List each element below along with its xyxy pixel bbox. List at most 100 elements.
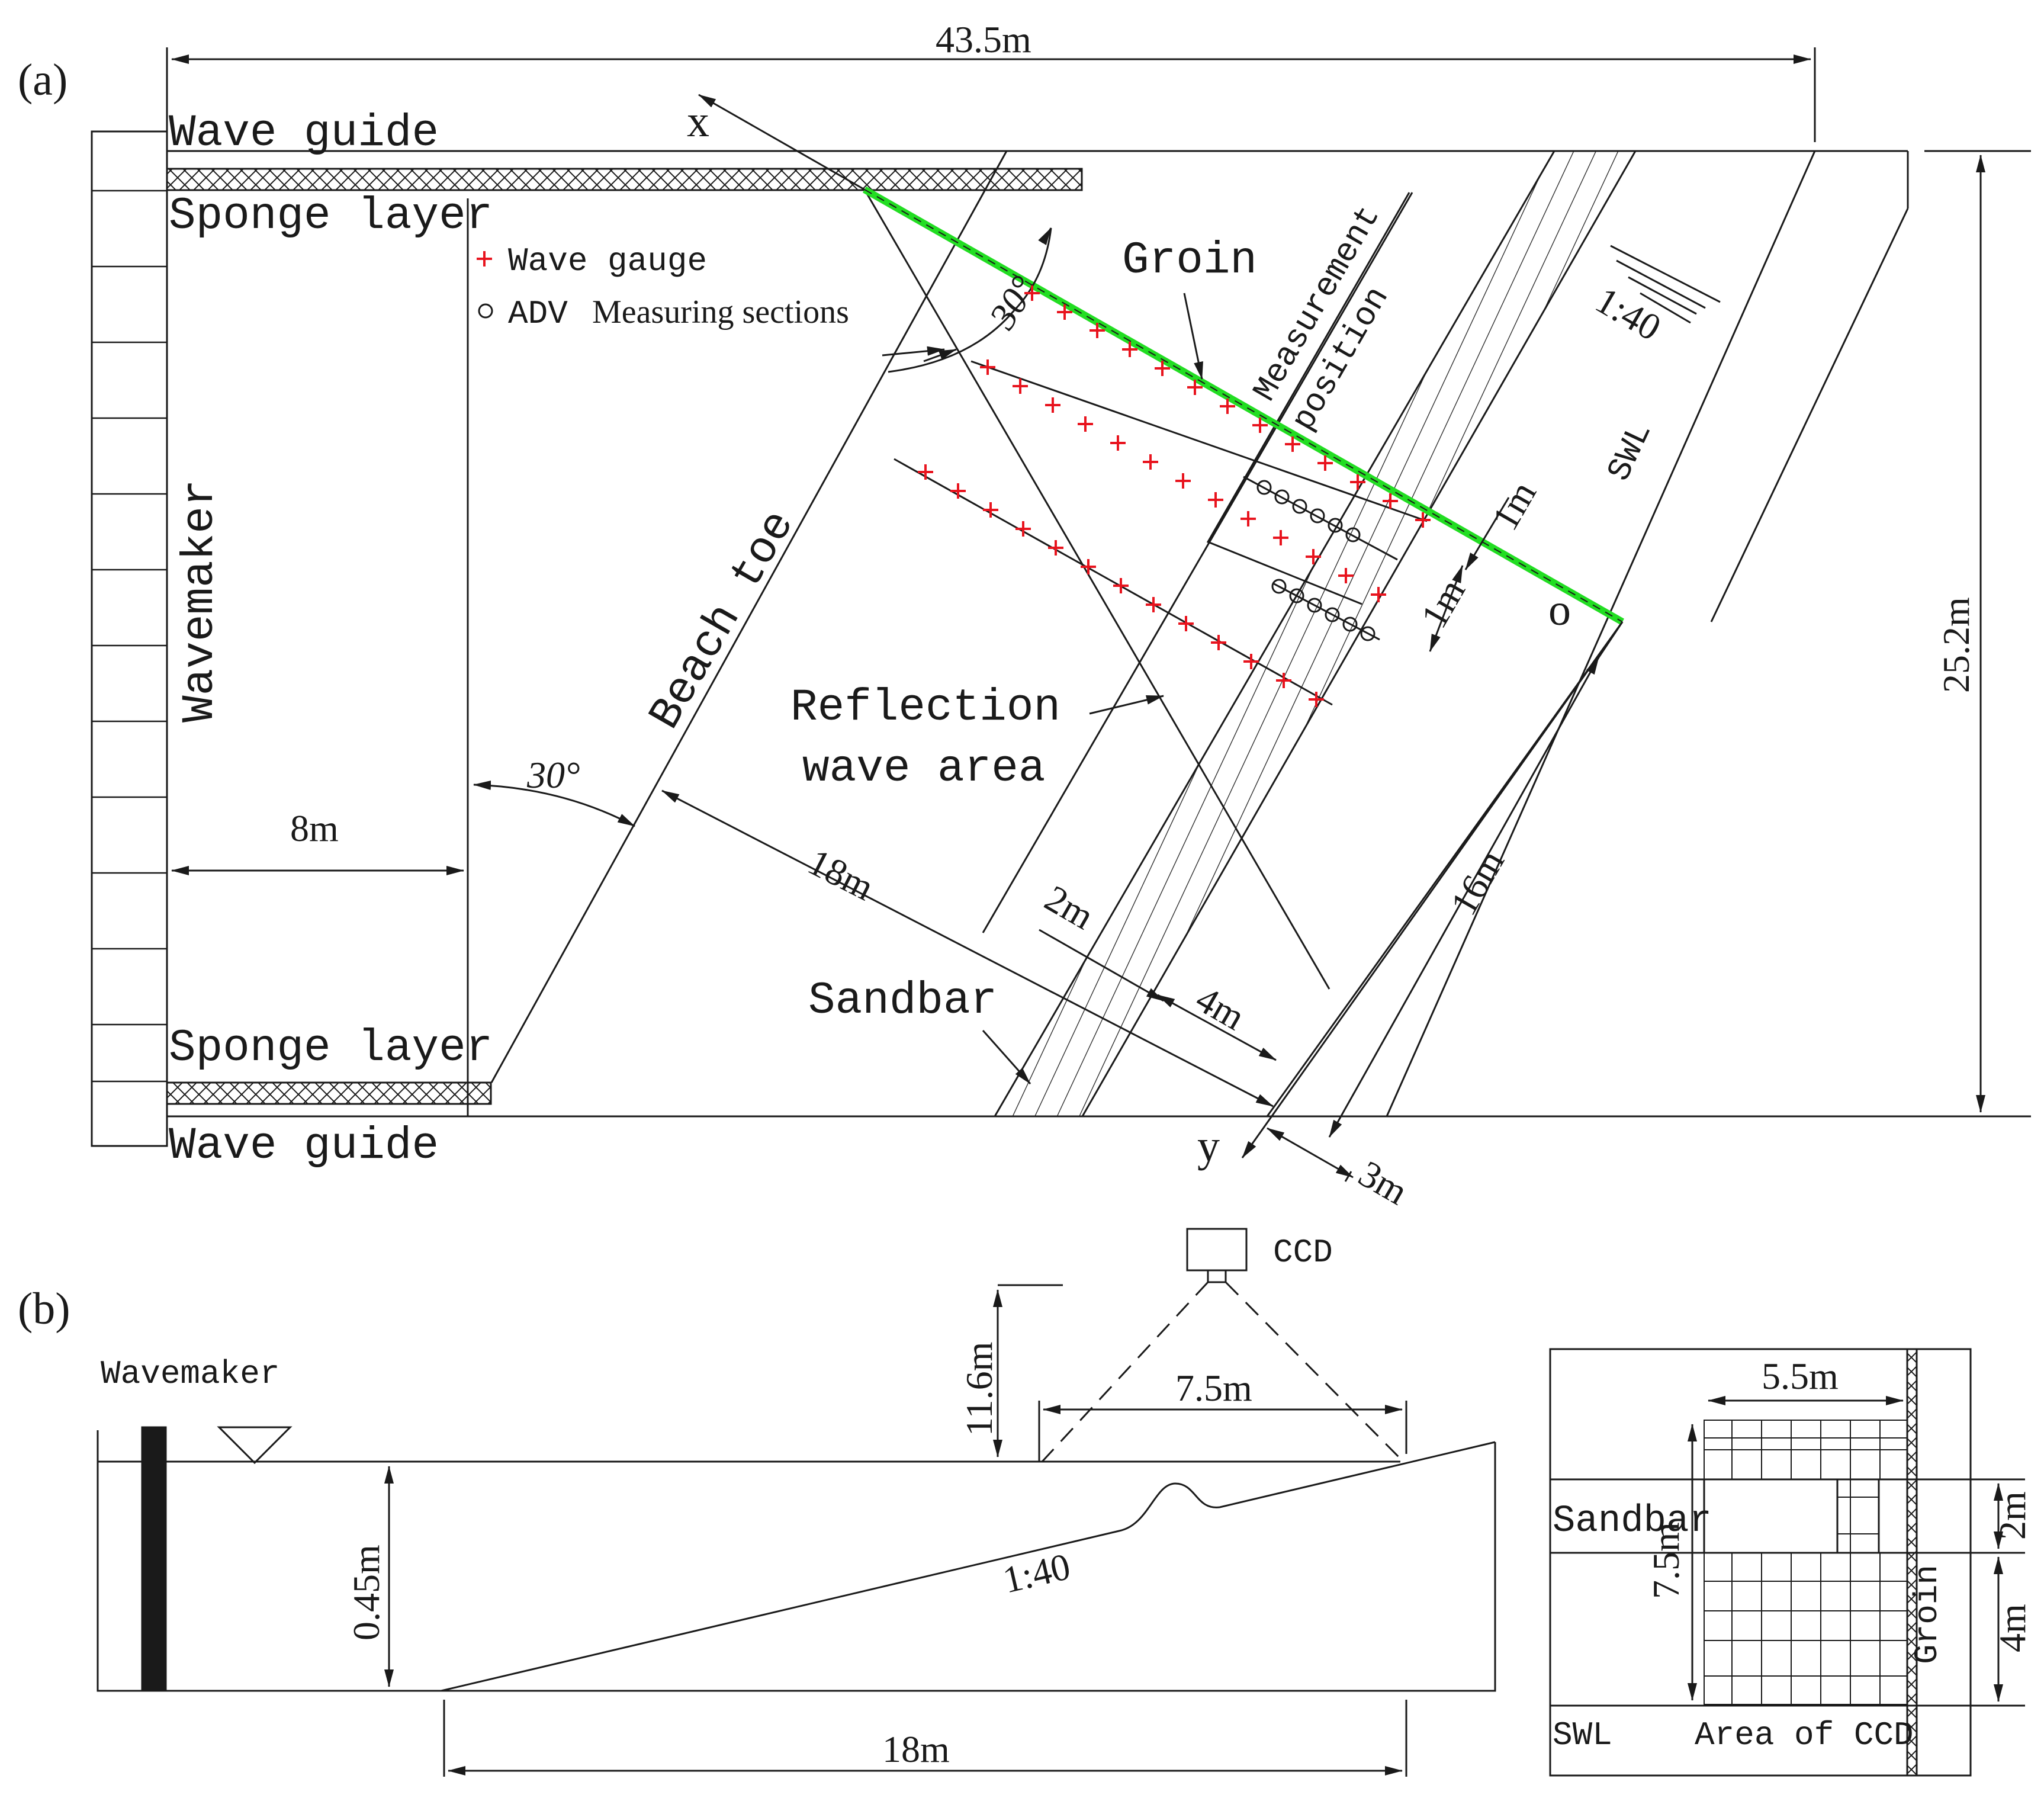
inset-dim-7-5m-label: 7.5m — [1645, 1522, 1687, 1599]
water-level-marker — [217, 1426, 293, 1465]
dim-25-2m-label: 25.2m — [1935, 597, 1977, 693]
panel-a-label: (a) — [18, 55, 68, 105]
dim-3m-tick — [1344, 1171, 1352, 1182]
inset-sandbar-box-left — [1703, 1478, 1839, 1554]
legend-measuring-sections: Measuring sections — [592, 294, 849, 330]
inset-grid — [1704, 1420, 1908, 1705]
dim-1m-b-arrow — [1429, 565, 1464, 652]
wavemaker-label: Wavemaker — [175, 480, 226, 723]
dim-11-6m-label: 11.6m — [958, 1342, 1000, 1436]
inset-dim-2m-label: 2m — [1991, 1491, 2033, 1540]
gauge-row-3 — [918, 464, 1324, 707]
dim-2m-label: 2m — [1038, 877, 1101, 937]
ccd-label: CCD — [1273, 1234, 1333, 1272]
dim-2m-arrow — [1039, 929, 1164, 1002]
dim-16m-label: 16m — [1442, 843, 1512, 922]
dim-4m-arrow — [1157, 994, 1277, 1061]
sponge-layer-top-label: Sponge layer — [169, 191, 493, 242]
adv-points — [1256, 480, 1375, 641]
dim-1m-a-arrow — [1464, 497, 1510, 570]
angle-arc-left — [473, 780, 635, 827]
inset-area-label: Area of CCD — [1695, 1716, 1914, 1754]
leader-groin — [1183, 293, 1203, 380]
wave-guide-bottom — [166, 1081, 492, 1105]
dim-8m-label: 8m — [290, 807, 339, 849]
inset-swl-label: SWL — [1553, 1716, 1612, 1754]
inset — [1549, 1348, 2025, 1777]
gauge-row-3-line — [894, 458, 1333, 706]
wavemaker-paddle-dividers — [92, 190, 167, 1083]
angle-left-label: 30° — [526, 754, 580, 796]
flume-outline — [97, 1430, 1496, 1692]
gauge-row-2 — [980, 359, 1386, 602]
inset-groin-label: Groin — [1908, 1565, 1946, 1664]
dim-3m-arrow — [1267, 1127, 1354, 1179]
x-axis-arrow — [698, 94, 865, 191]
inset-dim-4m-label: 4m — [1991, 1604, 2033, 1652]
dim-18m-b-label: 18m — [882, 1728, 950, 1770]
origin-label: o — [1548, 585, 1571, 635]
dim-7-5m-view-label: 7.5m — [1175, 1367, 1252, 1409]
panel-b-labels: (b) Wavemaker CCD 11.6m 7.5m 0.45m 1:40 … — [18, 1234, 1333, 1770]
angle-arc-top-tip-1 — [1038, 227, 1052, 245]
sandbar-label: Sandbar — [808, 975, 997, 1026]
panel-b-label: (b) — [18, 1284, 70, 1334]
gauge-row-1 — [1024, 285, 1431, 528]
groin-centerline — [864, 189, 1623, 622]
legend-adv: ADV — [508, 295, 568, 333]
axis-x-label: x — [687, 97, 709, 146]
inset-labels: 5.5m 7.5m 2m 4m Sandbar Groin SWL Area o… — [1553, 1355, 2033, 1754]
sandbar-edge-left — [994, 150, 1556, 1117]
dim-16m-arrow — [1328, 657, 1600, 1138]
slope-symbol — [1610, 245, 1721, 324]
legend-gauge-symbol — [477, 251, 492, 267]
dim-43-5m-label: 43.5m — [936, 18, 1031, 60]
panel-b — [97, 1228, 1496, 1777]
dim-0-45m-label: 0.45m — [345, 1545, 387, 1640]
measurement-position-frame — [1206, 192, 1410, 605]
dim-1m-a-label: 1m — [1484, 474, 1544, 537]
reflection-label-1: Reflection — [790, 682, 1060, 733]
inset-groin — [1906, 1348, 1918, 1777]
gauge-row-2-line — [970, 360, 1428, 522]
beach-toe-label: Beach toe — [639, 502, 805, 738]
dim-4m-label: 4m — [1189, 978, 1252, 1038]
dim-16m-ext — [1592, 621, 1624, 667]
ccd-lens — [1207, 1269, 1227, 1283]
legend: Wave gauge ADV Measuring sections — [477, 242, 849, 333]
beach-profile — [441, 1441, 1496, 1692]
leader-sandbar — [982, 1030, 1031, 1084]
camera-view-right — [1225, 1281, 1405, 1463]
groin-label: Groin — [1122, 235, 1257, 286]
legend-wave-gauge: Wave gauge — [508, 242, 707, 280]
beach-toe-line — [490, 150, 1008, 1083]
legend-adv-symbol — [478, 303, 493, 319]
reflection-line-1 — [863, 189, 1330, 990]
wave-guide-bottom-label: Wave guide — [169, 1120, 439, 1171]
dim-1m-b-label: 1m — [1413, 572, 1473, 635]
wave-gauges — [918, 285, 1431, 707]
wavemaker-paddle — [141, 1426, 167, 1692]
wave-guide-top — [166, 168, 1083, 191]
inset-frame — [1549, 1348, 1972, 1777]
wavemaker-b-label: Wavemaker — [101, 1355, 279, 1393]
inset-sandbar-label: Sandbar — [1553, 1500, 1712, 1543]
inset-sandbar-gap-left — [1704, 1479, 1837, 1553]
inset-dim-5-5m-label: 5.5m — [1762, 1355, 1839, 1397]
camera-view-left — [1041, 1281, 1209, 1463]
sponge-layer-bottom-label: Sponge layer — [169, 1023, 493, 1074]
panel-a-labels: (a) 43.5m Wave guide Sponge layer Sponge… — [18, 18, 1977, 1213]
wave-guide-top-label: Wave guide — [169, 108, 439, 159]
wavemaker-paddles — [91, 130, 168, 1147]
reflection-label-2: wave area — [802, 743, 1045, 794]
leader-reflection — [1089, 695, 1164, 715]
inset-sandbar-gap-right — [1879, 1479, 1907, 1553]
leader-beach-toe — [882, 346, 945, 357]
swl-label: SWL — [1600, 417, 1660, 487]
dim-3m-label: 3m — [1352, 1152, 1415, 1213]
beach-top-line — [1710, 208, 1909, 622]
slope-label: 1:40 — [1589, 279, 1668, 349]
ccd-camera — [1186, 1228, 1248, 1272]
slope-b-label: 1:40 — [999, 1545, 1074, 1601]
